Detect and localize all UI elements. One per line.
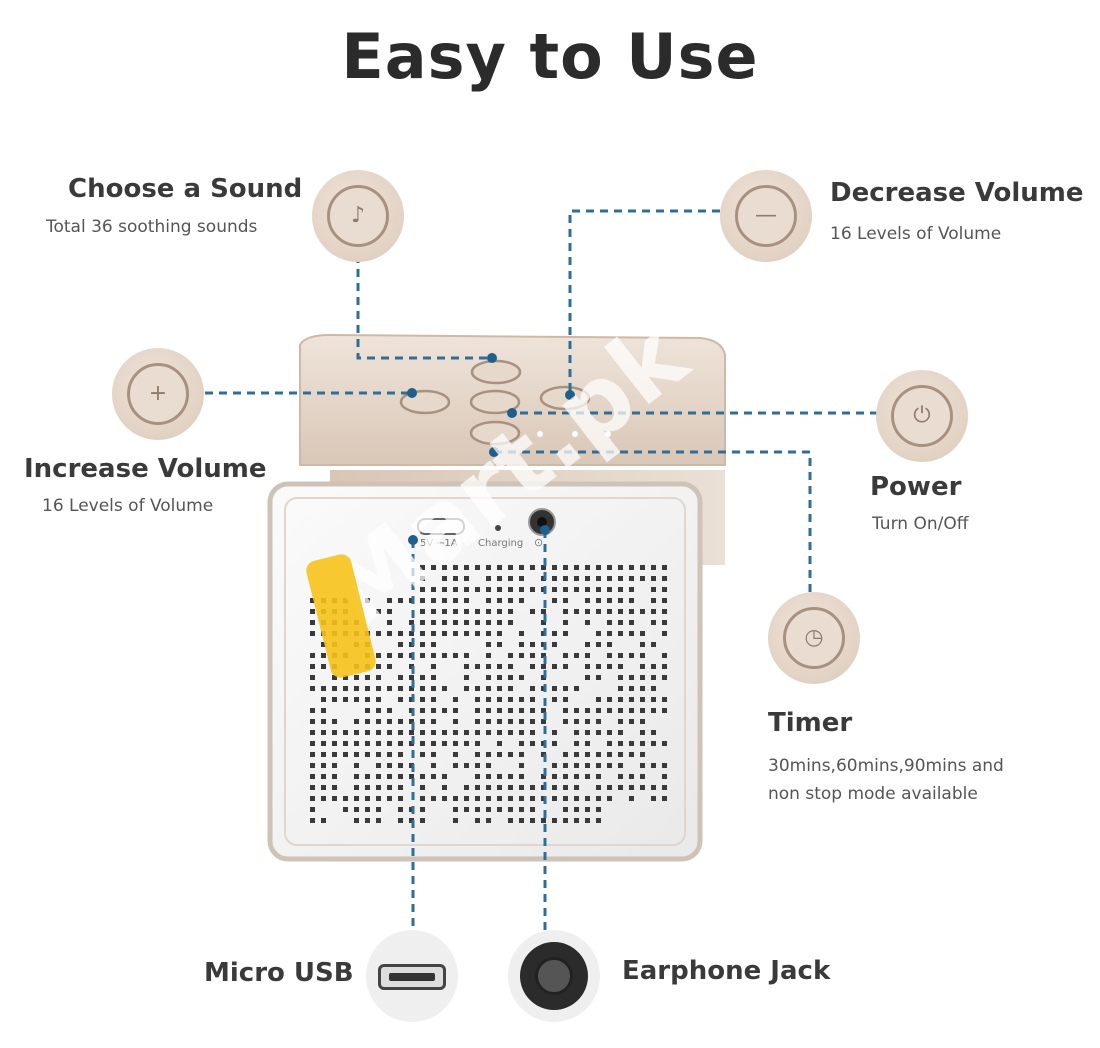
leader-choose-sound	[356, 255, 492, 360]
page-title: Easy to Use	[341, 20, 759, 93]
top-buttons	[399, 359, 611, 446]
minus-icon: —	[734, 184, 798, 248]
power-callout: ⏻	[876, 370, 968, 462]
choose-sound-desc: Total 36 soothing sounds	[46, 217, 258, 237]
decrease-volume-desc: 16 Levels of Volume	[830, 224, 1002, 244]
music-note-icon: ♪	[326, 184, 390, 248]
clock-icon: ◷	[782, 606, 846, 670]
power-top-button	[469, 420, 521, 446]
port-label-usb: 5V ⎓1A	[420, 538, 458, 549]
choose-sound-callout: ♪	[312, 170, 404, 262]
timer-callout: ◷	[768, 592, 860, 684]
power-icon: ⏻	[890, 384, 954, 448]
timer-desc-line2: non stop mode available	[768, 784, 978, 804]
increase-volume-desc: 16 Levels of Volume	[42, 496, 214, 516]
power-label: Power	[870, 472, 962, 502]
power-desc: Turn On/Off	[872, 514, 969, 534]
increase-volume-label: Increase Volume	[24, 454, 267, 484]
decrease-volume-label: Decrease Volume	[830, 178, 1084, 208]
leader-decrease-volume	[568, 209, 720, 395]
plus-icon: +	[126, 362, 190, 426]
micro-usb-circle	[366, 930, 458, 1022]
timer-top-button	[469, 389, 521, 415]
decrease-volume-callout: —	[720, 170, 812, 262]
timer-label: Timer	[768, 708, 853, 738]
port-label-jack: ⊙	[534, 536, 544, 549]
micro-usb-label: Micro USB	[204, 958, 354, 988]
leader-timer	[494, 450, 812, 595]
micro-usb-port-icon	[378, 964, 446, 990]
timer-desc-line1: 30mins,60mins,90mins and	[768, 756, 1004, 776]
earphone-jack-icon	[520, 942, 588, 1010]
grille-dots	[310, 565, 667, 823]
volume-down-button	[539, 385, 591, 411]
increase-volume-callout: +	[112, 348, 204, 440]
port-label-charging: Charging	[478, 538, 524, 549]
usb-port	[417, 518, 465, 535]
earphone-jack-circle	[508, 930, 600, 1022]
earphone-jack-label: Earphone Jack	[622, 956, 831, 986]
choose-sound-label: Choose a Sound	[68, 174, 303, 204]
